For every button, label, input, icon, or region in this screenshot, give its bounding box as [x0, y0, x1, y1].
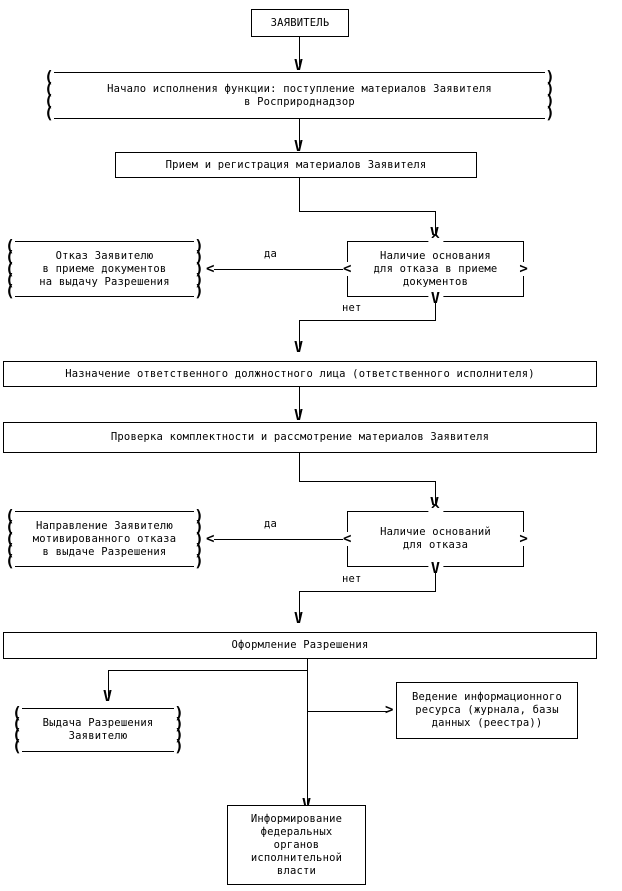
node-deliver-permit-label: Выдача Разрешения Заявителю: [22, 708, 174, 752]
connector-decision2-no-to-permit: [299, 591, 300, 618]
arrow-right-icon: >: [385, 702, 394, 718]
node-refuse-acceptance[interactable]: ( ( ( ( ( ) ) ) ) ) Отказ Заявителю в пр…: [3, 236, 206, 300]
node-inform-federal-bodies[interactable]: Информирование федеральных органов испол…: [227, 805, 366, 885]
caret-up-icon: ^: [427, 233, 444, 248]
connector-permit-to-issue: [108, 670, 308, 671]
edge-label-yes-2: да: [262, 518, 280, 530]
connector-decision2-no-down: [435, 567, 436, 591]
node-receive[interactable]: Прием и регистрация материалов Заявителя: [115, 152, 477, 178]
connector-assign-to-check: [299, 387, 300, 415]
node-check-materials[interactable]: Проверка комплектности и рассмотрение ма…: [3, 422, 597, 453]
node-refuse-issue-label: Направление Заявителю мотивированного от…: [15, 511, 194, 567]
arrow-down-icon: V: [430, 494, 440, 512]
arrow-right-icon: >: [519, 531, 528, 547]
connector-decision1-no-down: [435, 297, 436, 320]
arrow-down-icon: V: [294, 338, 304, 356]
connector-check-down: [299, 453, 300, 481]
node-issue-permit-process[interactable]: Оформление Разрешения: [3, 632, 597, 659]
brace-left: ( ( ( ( (: [5, 506, 15, 570]
connector-start-to-receive: [299, 119, 300, 146]
connector-applicant-to-start: [299, 37, 300, 65]
connector-decision1-yes: [214, 269, 347, 270]
arrow-down-icon: V: [427, 561, 444, 576]
node-deliver-permit[interactable]: ( ( ( ( ) ) ) ) Выдача Разрешения Заявит…: [10, 703, 186, 755]
connector-decision2-yes: [214, 539, 347, 540]
node-decision1-label: Наличие основания для отказа в приеме до…: [373, 249, 498, 288]
node-decision2-label: Наличие оснований для отказа: [380, 526, 491, 551]
connector-decision2-no-left: [299, 591, 436, 592]
connector-decision1-no-to-assign: [299, 320, 300, 347]
node-decision-refuse-acceptance[interactable]: ^ < > V Наличие основания для отказа в п…: [343, 233, 528, 306]
brace-left: ( ( ( ( (: [5, 236, 15, 300]
caret-up-icon: ^: [427, 503, 444, 518]
brace-right: ) ) ) ): [174, 703, 184, 755]
node-maintain-registry[interactable]: Ведение информационного ресурса (журнала…: [396, 682, 578, 739]
brace-right: ) ) ) ): [545, 67, 555, 122]
node-refuse-issue[interactable]: ( ( ( ( ( ) ) ) ) ) Направление Заявител…: [3, 506, 206, 570]
arrow-down-icon: V: [294, 137, 304, 155]
connector-receive-to-decision1: [435, 211, 436, 233]
arrow-down-icon: V: [294, 609, 304, 627]
connector-receive-down: [299, 178, 300, 211]
arrow-left-icon: <: [343, 261, 352, 277]
arrow-down-icon: V: [302, 795, 312, 813]
edge-label-no-2: нет: [340, 573, 364, 585]
brace-right: ) ) ) ) ): [194, 506, 204, 570]
arrow-down-icon: V: [103, 687, 113, 705]
brace-left: ( ( ( (: [12, 703, 22, 755]
node-refuse-acceptance-label: Отказ Заявителю в приеме документов на в…: [15, 241, 194, 297]
arrow-down-icon: V: [294, 406, 304, 424]
node-start[interactable]: ( ( ( ( ) ) ) ) Начало исполнения функци…: [42, 67, 557, 122]
connector-check-right: [299, 481, 435, 482]
edge-label-yes-1: да: [262, 248, 280, 260]
arrow-left-icon: <: [343, 531, 352, 547]
brace-right: ) ) ) ) ): [194, 236, 204, 300]
connector-receive-right: [299, 211, 435, 212]
node-start-label: Начало исполнения функции: поступление м…: [54, 72, 545, 119]
connector-issue-down: [108, 670, 109, 696]
connector-permit-to-registry: [307, 711, 387, 712]
edge-label-no-1: нет: [340, 302, 364, 314]
connector-permit-trunk: [307, 659, 308, 804]
brace-left: ( ( ( (: [44, 67, 54, 122]
connector-decision1-no-left: [299, 320, 436, 321]
node-decision-refuse-issue[interactable]: ^ < > V Наличие оснований для отказа: [343, 503, 528, 576]
node-assign-officer[interactable]: Назначение ответственного должностного л…: [3, 361, 597, 387]
node-applicant[interactable]: ЗАЯВИТЕЛЬ: [251, 9, 349, 37]
arrow-down-icon: V: [294, 56, 304, 74]
arrow-down-icon: V: [427, 291, 444, 306]
arrow-left-icon: <: [206, 261, 215, 277]
connector-check-to-decision2: [435, 481, 436, 503]
arrow-left-icon: <: [206, 531, 215, 547]
arrow-down-icon: V: [430, 224, 440, 242]
arrow-right-icon: >: [519, 261, 528, 277]
